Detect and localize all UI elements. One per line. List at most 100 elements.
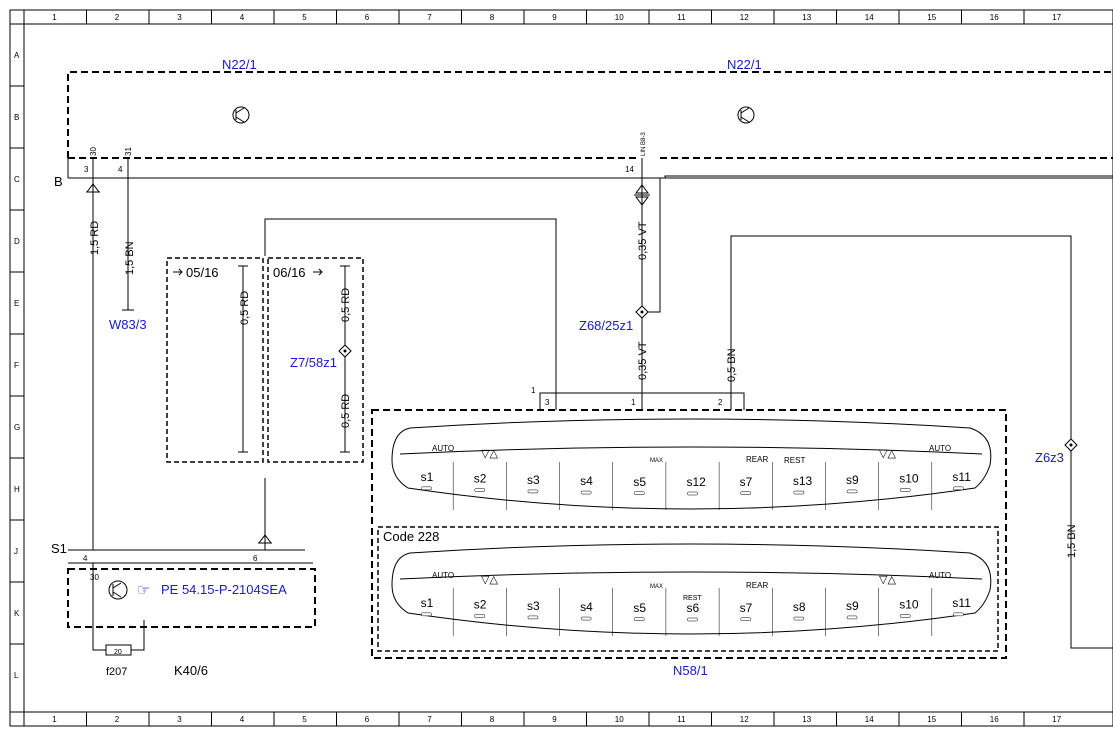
- led-indicator: [793, 616, 805, 621]
- triangle-down-up-icon: ▽△: [481, 574, 498, 586]
- n22-1-label-right: N22/1: [727, 57, 762, 72]
- column-label: 17: [1052, 13, 1061, 22]
- pin-lin: LIN B8-3: [641, 132, 647, 156]
- panel-bottom-max: MAX: [650, 584, 663, 590]
- panel-key-s4[interactable]: s4: [580, 600, 593, 614]
- panel-top-auto-left: AUTO: [432, 444, 454, 453]
- panel-key-s12[interactable]: s12: [687, 475, 707, 489]
- column-label: 15: [927, 13, 936, 22]
- triangle-down-up-icon: ▽△: [879, 574, 896, 586]
- led-indicator: [634, 617, 645, 622]
- panel-key-s10[interactable]: s10: [899, 471, 919, 485]
- panel-key-s13[interactable]: s13: [793, 474, 813, 488]
- wire-label-15bn: 1,5 BN: [124, 241, 136, 275]
- row-label: K: [14, 609, 20, 618]
- led-indicator: [527, 489, 539, 494]
- panel-key-s8[interactable]: s8: [793, 600, 806, 614]
- panel-key-s10[interactable]: s10: [899, 597, 919, 611]
- led-indicator: [793, 490, 805, 495]
- panel-top-rest: REST: [784, 456, 805, 465]
- grid-frame: [9, 9, 1113, 727]
- w83-3-label: W83/3: [109, 317, 147, 332]
- transistor-icon: [108, 580, 128, 600]
- ground-icon: [86, 183, 650, 544]
- panel-key-s11[interactable]: s11: [952, 596, 971, 610]
- fuse-value: 20: [114, 649, 122, 656]
- k40-pin-30: 30: [90, 573, 99, 582]
- panel-key-s3[interactable]: s3: [527, 599, 540, 613]
- f207-label: f207: [106, 666, 127, 678]
- led-indicator: [474, 614, 486, 618]
- panel-key-s2[interactable]: s2: [474, 471, 487, 485]
- led-indicator: [846, 489, 858, 494]
- column-label: 13: [802, 715, 811, 724]
- panel-key-s2[interactable]: s2: [474, 597, 487, 611]
- ref-0516: 05/16: [186, 265, 219, 280]
- panel-key-s7[interactable]: s7: [740, 601, 753, 615]
- k40-6-label: K40/6: [174, 663, 208, 678]
- pin-14: 14: [625, 165, 634, 174]
- led-indicator: [580, 490, 592, 495]
- panel-key-s1[interactable]: s1: [421, 596, 434, 610]
- column-label: 14: [865, 715, 874, 724]
- column-label: 6: [365, 715, 370, 724]
- panel-key-s3[interactable]: s3: [527, 473, 540, 487]
- row-label: D: [14, 237, 20, 246]
- led-indicator: [953, 486, 964, 491]
- panel-key-s4[interactable]: s4: [580, 474, 593, 488]
- panel-key-s9[interactable]: s9: [846, 599, 859, 613]
- row-label: C: [14, 175, 20, 184]
- panel-key-s9[interactable]: s9: [846, 473, 859, 487]
- led-indicator: [580, 616, 592, 621]
- pin-30: 30: [89, 147, 98, 156]
- led-indicator: [634, 491, 645, 496]
- s1-pin-6: 6: [253, 554, 258, 563]
- column-label: 9: [552, 13, 557, 22]
- row-label: G: [14, 423, 20, 432]
- panel-top-auto-right: AUTO: [929, 444, 951, 453]
- panel-top-rear: REAR: [746, 455, 768, 464]
- panel-key-s11[interactable]: s11: [952, 470, 971, 484]
- pe-reference-link[interactable]: PE 54.15-P-2104SEA: [161, 582, 287, 597]
- code-228-label: Code 228: [383, 529, 439, 544]
- column-label: 5: [302, 715, 307, 724]
- row-label: E: [14, 299, 19, 308]
- column-label: 4: [240, 715, 245, 724]
- wire-label-15rd: 1,5 RD: [89, 221, 101, 255]
- column-label: 3: [177, 715, 182, 724]
- column-label: 12: [740, 715, 749, 724]
- reference-boxes: [166, 257, 364, 463]
- transistor-icon: [232, 106, 250, 124]
- n58-1-label: N58/1: [673, 663, 708, 678]
- panel-key-s1[interactable]: s1: [421, 470, 434, 484]
- column-label: 11: [677, 715, 686, 724]
- led-indicator: [899, 614, 911, 618]
- n22-1-control-unit: [67, 71, 1113, 179]
- wire-label-05rd-c: 0,5 RD: [340, 394, 352, 428]
- panel-key-s6[interactable]: s6: [687, 601, 700, 615]
- panel-key-s7[interactable]: s7: [740, 475, 753, 489]
- column-label: 7: [427, 13, 432, 22]
- column-labels: 1122334455667788991010111112121313141415…: [52, 13, 1061, 724]
- column-label: 10: [615, 13, 624, 22]
- panel-key-s5[interactable]: s5: [633, 475, 646, 489]
- row-label: L: [14, 671, 19, 680]
- panel-bottom-rest: REST: [683, 595, 702, 602]
- led-indicator: [687, 491, 698, 496]
- led-indicator: [740, 617, 751, 622]
- s1-label: S1: [51, 541, 67, 556]
- panel-bottom-rear: REAR: [746, 581, 768, 590]
- led-indicator: [687, 617, 698, 622]
- column-label: 3: [177, 13, 182, 22]
- panel-key-s5[interactable]: s5: [633, 601, 646, 615]
- led-indicator: [899, 488, 911, 492]
- pointing-hand-icon: ☞: [137, 582, 150, 599]
- n58-pin-1-main: 1: [531, 386, 536, 395]
- led-indicator: [740, 491, 751, 496]
- led-indicator: [421, 486, 432, 491]
- column-label: 16: [990, 715, 999, 724]
- n58-pin-1: 1: [631, 398, 636, 407]
